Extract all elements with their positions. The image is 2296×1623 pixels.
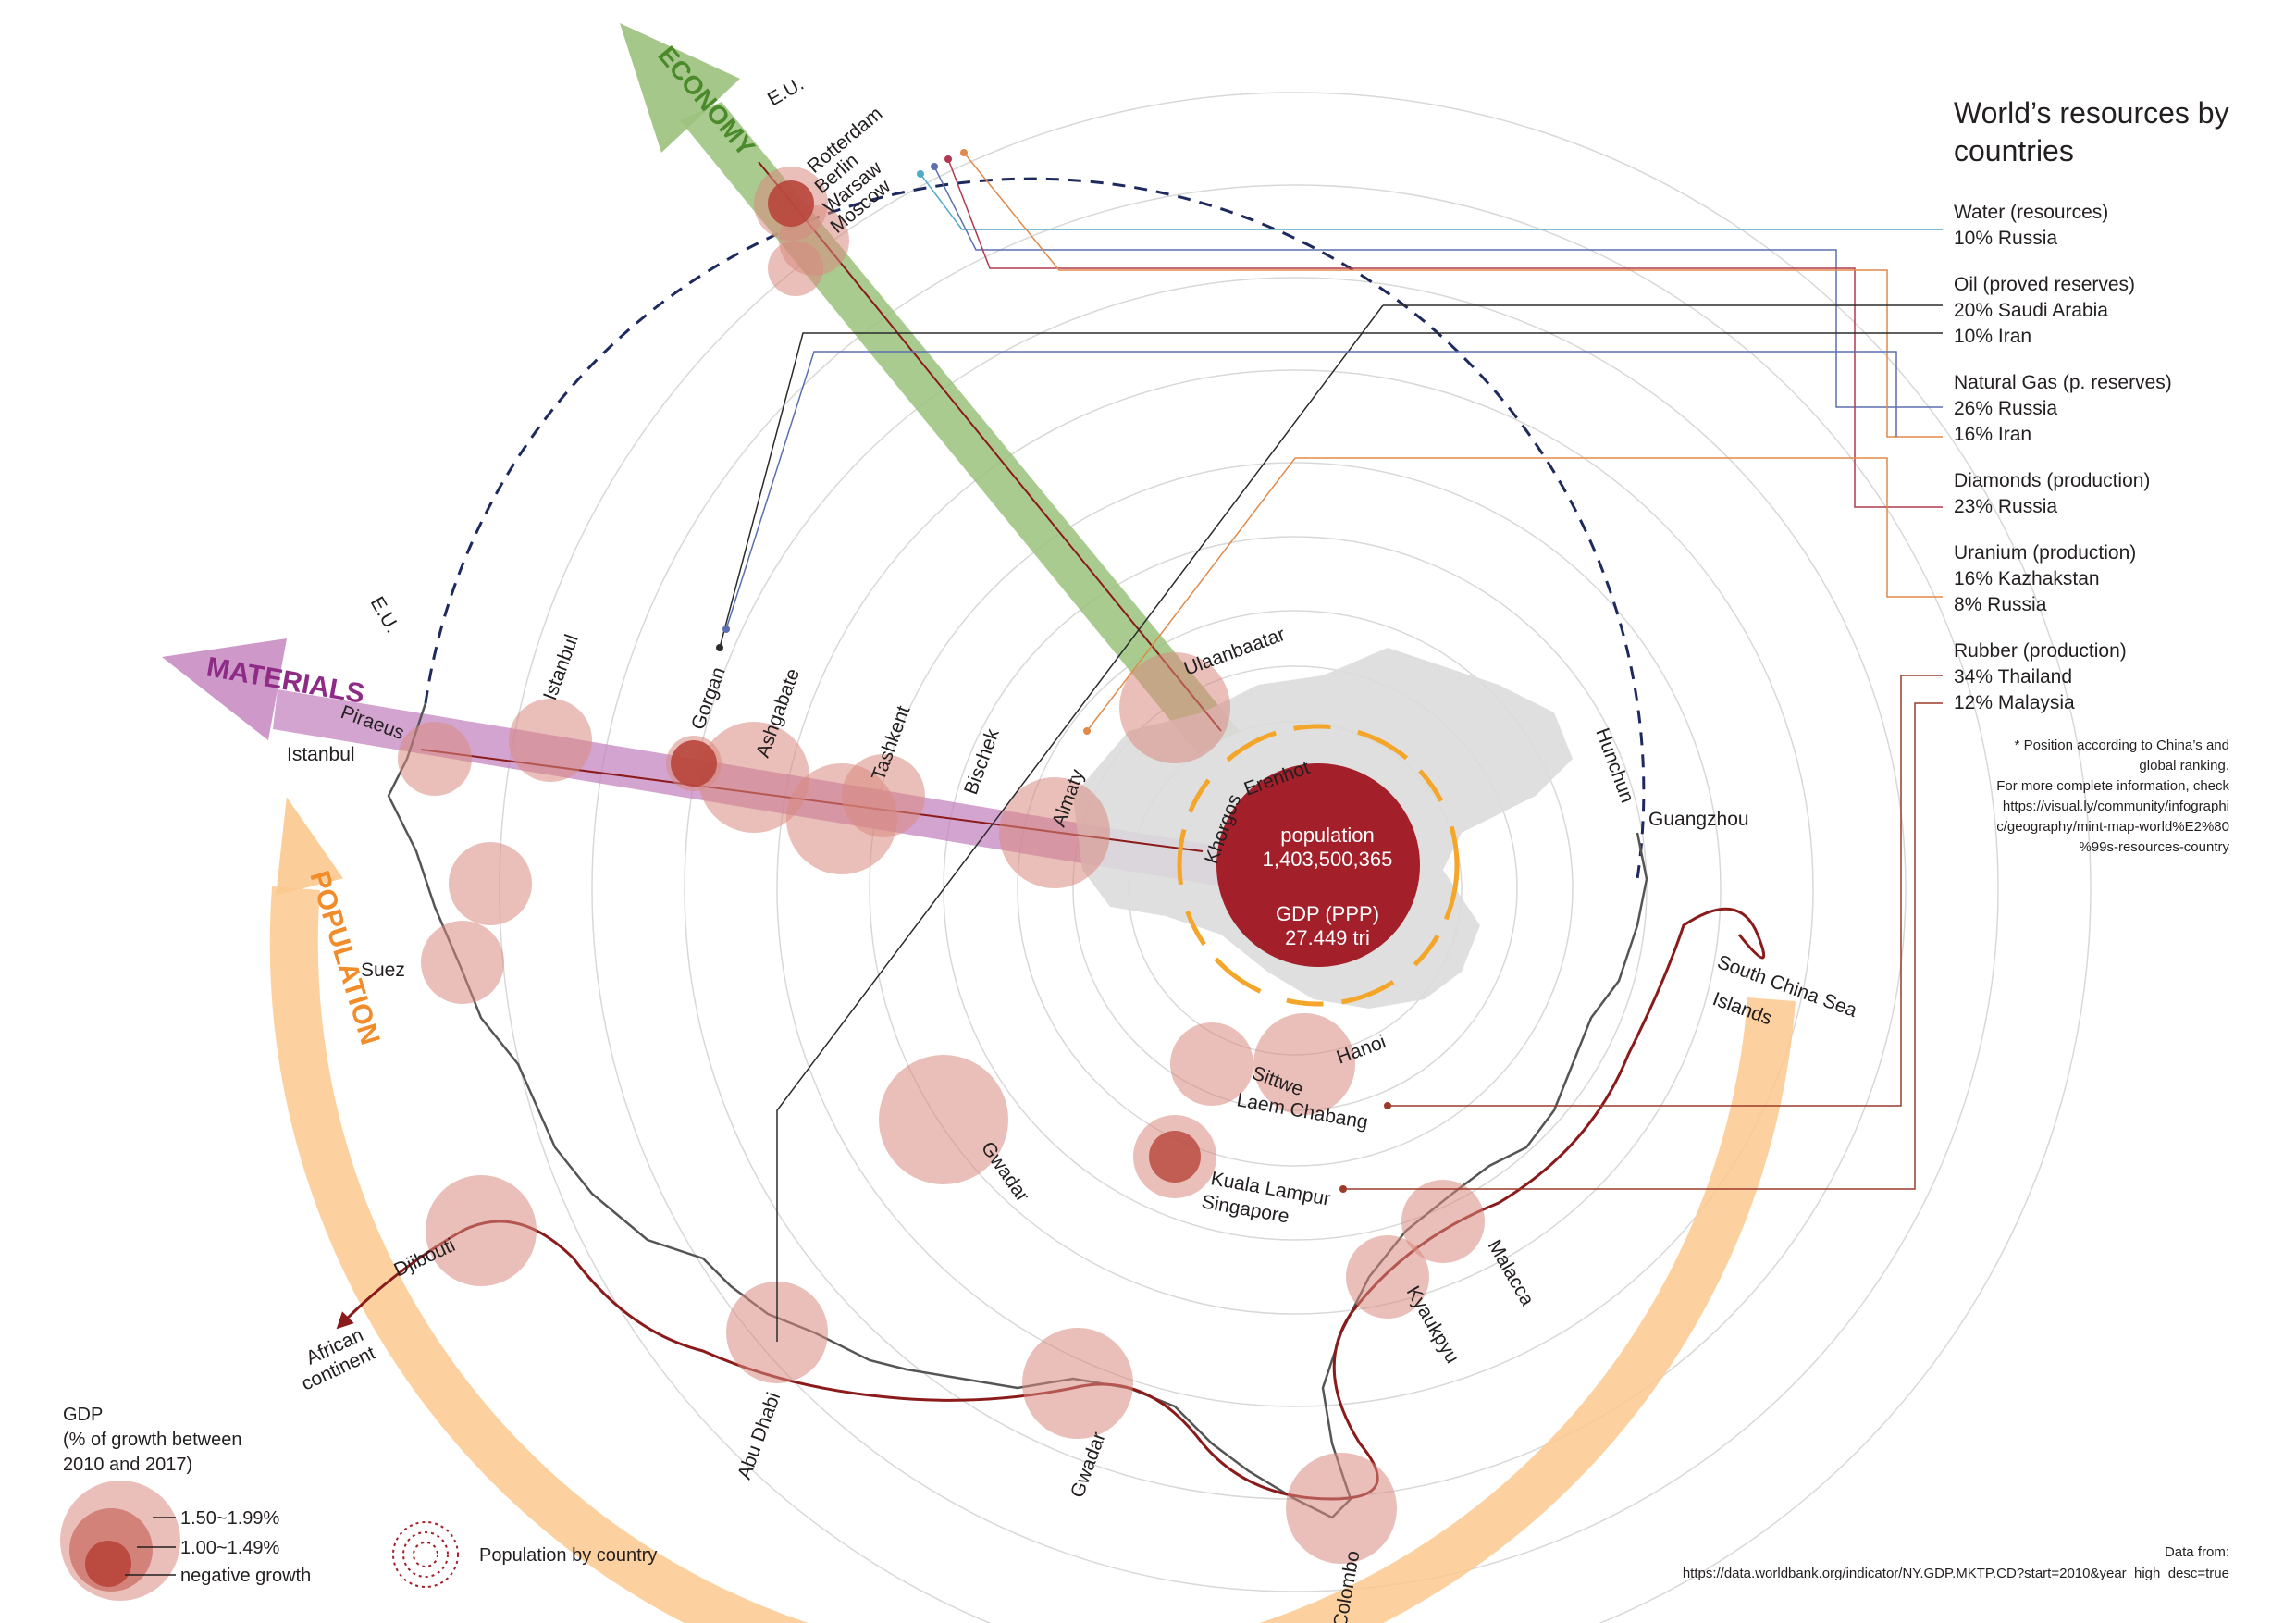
legend-gdp-title: GDP xyxy=(63,1405,103,1425)
connector-dot xyxy=(722,626,730,633)
footnote-line: * Position according to China’s and xyxy=(2015,737,2229,753)
place-label-malacca: Malacca xyxy=(1484,1236,1538,1309)
footnote-line: global ranking. xyxy=(2139,758,2229,774)
legend-text-3: negative growth xyxy=(180,1566,311,1586)
legend-text-1: 1.50~1.99% xyxy=(180,1508,280,1529)
resource-item: 20% Saudi Arabia xyxy=(1954,300,2108,321)
city-bubble xyxy=(1022,1328,1133,1439)
connector-dot xyxy=(917,170,924,178)
resource-item: 12% Malaysia xyxy=(1954,692,2075,713)
place-label-istanbul_left: Istanbul xyxy=(287,744,355,765)
legend-gdp-sub1: (% of growth between xyxy=(63,1430,241,1450)
resource-item: 10% Iran xyxy=(1954,326,2031,347)
legend-gdp-sub2: 2010 and 2017) xyxy=(63,1455,192,1475)
ring xyxy=(869,462,1722,1315)
place-label-ulaanbaatar: Ulaanbaatar xyxy=(1181,624,1288,680)
china-population-label: population xyxy=(1280,824,1375,847)
place-label-islands: Islands xyxy=(1710,988,1774,1029)
city-bubble-core xyxy=(1149,1131,1201,1183)
resource-item: 23% Russia xyxy=(1954,496,2057,517)
city-bubbles xyxy=(398,167,1485,1564)
china-gdp-value: 27.449 tri xyxy=(1285,926,1370,949)
city-bubble xyxy=(1346,1235,1429,1319)
city-bubble xyxy=(999,777,1110,888)
resource-item: 16% Iran xyxy=(1954,424,2031,445)
china-population-value: 1,403,500,365 xyxy=(1263,848,1393,871)
place-label-kyaukpyu: Kyaukpyu xyxy=(1402,1282,1463,1367)
city-bubble-core xyxy=(671,740,717,787)
place-label-abudhabi: Abu Dhabi xyxy=(734,1390,784,1482)
page-title-line1: World’s resources by xyxy=(1954,96,2229,130)
place-label-gwadar_mid: Gwadar xyxy=(977,1138,1033,1206)
resource-item: 8% Russia xyxy=(1954,594,2047,615)
city-bubble xyxy=(449,842,532,925)
connector-dot xyxy=(716,644,723,651)
china-bubble xyxy=(1216,763,1420,967)
footnote-line: c/geography/mint-map-world%E2%80 xyxy=(1996,819,2229,835)
place-label-istanbul_top: Istanbul xyxy=(539,632,583,703)
connector-dot xyxy=(931,163,938,170)
legend-population-text: Population by country xyxy=(479,1545,657,1566)
resource-item: 34% Thailand xyxy=(1954,666,2072,688)
connector-dot xyxy=(1083,727,1091,735)
concentric-rings xyxy=(499,92,2092,1623)
footnote-line: https://visual.ly/community/infographi xyxy=(2003,799,2229,814)
place-label-eu_left: E.U. xyxy=(366,593,403,637)
footnote-line: %99s-resources-country xyxy=(2079,839,2229,855)
place-label-eu_top: E.U. xyxy=(764,73,808,110)
footnote-line: For more complete information, check xyxy=(1996,778,2229,794)
place-label-gorgan: Gorgan xyxy=(687,664,730,733)
connector-dot xyxy=(944,155,952,163)
ring xyxy=(591,184,1999,1592)
city-bubble xyxy=(1253,1013,1355,1115)
city-bubble xyxy=(426,1175,537,1286)
city-bubble xyxy=(1170,1022,1253,1106)
city-bubble xyxy=(1286,1453,1397,1564)
place-label-suez: Suez xyxy=(361,960,405,981)
city-bubble xyxy=(509,699,592,782)
resource-item: 16% Kazhakstan xyxy=(1954,568,2100,589)
footnote: * Position according to China’s and globa… xyxy=(1996,737,2229,855)
eu-dashed-arc xyxy=(424,177,1646,880)
connector-dot xyxy=(960,149,968,156)
legend-text-2: 1.00~1.49% xyxy=(180,1538,280,1558)
source-label: Data from: xyxy=(2165,1544,2229,1560)
place-label-guangzhou: Guangzhou xyxy=(1648,809,1749,830)
resource-category: Water (resources) xyxy=(1954,202,2108,223)
place-label-hunchun: Hunchun xyxy=(1591,725,1637,806)
resource-item: 26% Russia xyxy=(1954,398,2057,419)
resource-category: Natural Gas (p. reserves) xyxy=(1954,372,2172,393)
resource-category: Oil (proved reserves) xyxy=(1954,274,2135,295)
city-bubble xyxy=(421,921,504,1004)
place-label-gwadar_bottom: Gwadar xyxy=(1067,1430,1110,1501)
connector-dot xyxy=(1384,1102,1391,1109)
resource-category: Rubber (production) xyxy=(1954,640,2127,662)
china-ranking-ring xyxy=(1177,724,1460,1007)
economy-arrow: ECONOMY xyxy=(620,23,1240,754)
resource-category: Uranium (production) xyxy=(1954,542,2136,564)
city-bubble xyxy=(398,722,472,796)
city-bubble xyxy=(1119,652,1230,763)
ring xyxy=(1017,610,1574,1167)
legend-circle-small xyxy=(85,1541,131,1587)
china-gdp-label: GDP (PPP) xyxy=(1276,902,1379,925)
city-bubble xyxy=(768,241,823,296)
resource-item: 10% Russia xyxy=(1954,228,2057,249)
page-title-line2: countries xyxy=(1954,134,2074,167)
legend-population: Population by country xyxy=(392,1521,657,1588)
city-bubble xyxy=(879,1055,1008,1184)
ring xyxy=(776,369,1814,1407)
city-bubble xyxy=(1401,1180,1485,1263)
connector-dot xyxy=(1339,1185,1347,1193)
city-bubble-core xyxy=(768,180,814,227)
resource-category: Diamonds (production) xyxy=(1954,470,2150,491)
legend-gdp: GDP (% of growth between 2010 and 2017) … xyxy=(60,1405,311,1601)
city-bubble xyxy=(786,763,897,874)
source-url: https://data.worldbank.org/indicator/NY.… xyxy=(1683,1566,2229,1581)
city-bubble xyxy=(698,722,809,833)
resource-connectors xyxy=(719,152,1943,1342)
